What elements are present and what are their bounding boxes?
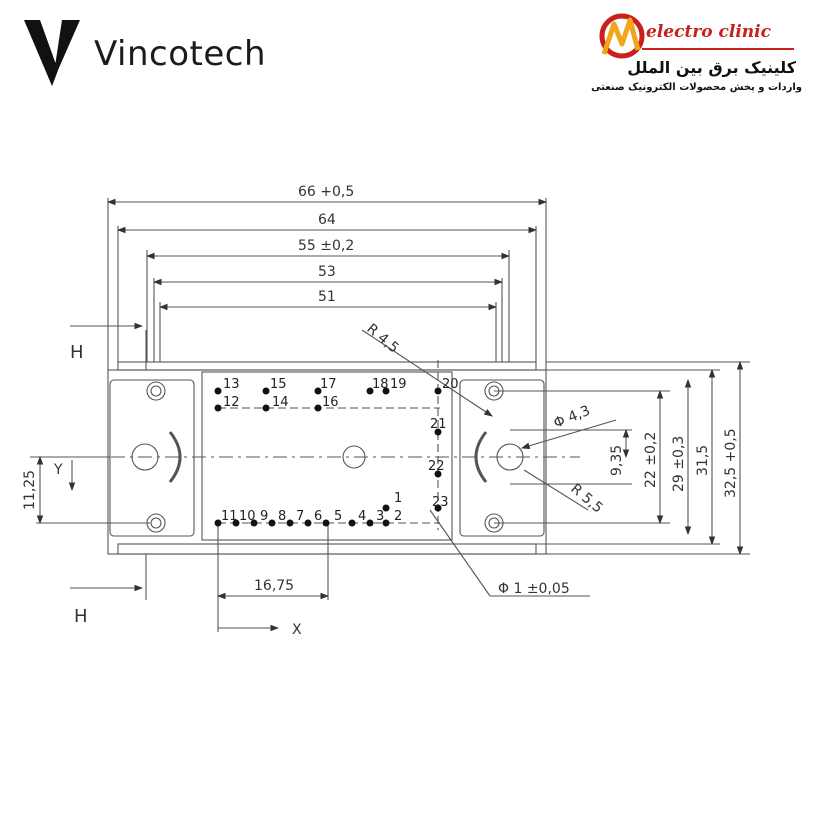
pin-label: 9 xyxy=(260,509,268,524)
pin-label: 14 xyxy=(272,395,289,410)
section-h-bottom: H xyxy=(74,606,88,627)
radius-45: R 4,5 xyxy=(363,321,401,357)
pin-label: 8 xyxy=(278,509,286,524)
pin-label: 4 xyxy=(358,509,366,524)
module-dimension-drawing: 66 +0,5 64 55 ±0,2 53 51 9,35 22 ±0,2 29… xyxy=(22,184,750,638)
partner-underline xyxy=(642,48,794,50)
pin xyxy=(382,387,390,395)
dim-53: 53 xyxy=(318,264,336,280)
pin xyxy=(382,519,390,527)
pin-label: 13 xyxy=(223,377,240,392)
pin-label: 19 xyxy=(390,377,407,392)
dim-66: 66 +0,5 xyxy=(298,184,354,200)
left-mounting-ear xyxy=(109,379,195,537)
pin-grid xyxy=(214,387,442,527)
pin xyxy=(434,504,442,512)
pin-diameter: Φ 1 ±0,05 xyxy=(498,581,570,597)
partner-name: electro clinic xyxy=(646,22,771,42)
dim-1675: 16,75 xyxy=(254,578,294,594)
pin xyxy=(314,387,322,395)
pin xyxy=(286,519,294,527)
pin-label: 21 xyxy=(430,417,447,432)
brand-header: Vincotech xyxy=(22,18,282,88)
partner-tagline: واردات و پخش محصولات الکترونیک صنعتی xyxy=(591,82,802,93)
pin-label: 16 xyxy=(322,395,339,410)
dim-55: 55 ±0,2 xyxy=(298,238,354,254)
pin-label: 17 xyxy=(320,377,337,392)
pin xyxy=(434,428,442,436)
pin xyxy=(322,519,330,527)
pin-label: 22 xyxy=(428,459,445,474)
pin xyxy=(314,404,322,412)
right-mounting-ear xyxy=(459,379,545,537)
section-h-top: H xyxy=(70,342,84,363)
pin-label: 23 xyxy=(432,495,449,510)
dim-935: 9,35 xyxy=(609,445,625,476)
pin-label: 15 xyxy=(270,377,287,392)
screw-hole xyxy=(146,381,166,401)
dim-22: 22 ±0,2 xyxy=(643,432,659,488)
pin xyxy=(250,519,258,527)
pin xyxy=(262,387,270,395)
hole-diameter: Φ 4,3 xyxy=(552,403,593,432)
pin xyxy=(214,404,222,412)
brand-name: Vincotech xyxy=(94,34,266,74)
pin xyxy=(434,470,442,478)
dim-64: 64 xyxy=(318,212,336,228)
pin xyxy=(232,519,240,527)
pin xyxy=(366,387,374,395)
pin xyxy=(262,404,270,412)
dim-29: 29 ±0,3 xyxy=(671,436,687,492)
partner-logo: electro clinic کلینیک برق بین الملل وارد… xyxy=(591,10,804,100)
dim-51: 51 xyxy=(318,289,336,305)
pin xyxy=(382,504,390,512)
pin-label: 11 xyxy=(221,509,238,524)
dim-325: 32,5 +0,5 xyxy=(723,428,739,498)
pin xyxy=(268,519,276,527)
pin-label: 5 xyxy=(334,509,342,524)
pin-label: 3 xyxy=(376,509,384,524)
axis-x-label: X xyxy=(292,622,302,638)
dim-1125: 11,25 xyxy=(22,470,38,510)
vincotech-v-logo-icon xyxy=(24,20,80,86)
pin xyxy=(214,387,222,395)
axis-y-label: Y xyxy=(53,462,63,478)
pin-label: 1 xyxy=(394,491,402,506)
pin-label: 18 xyxy=(372,377,389,392)
electro-clinic-logo-icon xyxy=(599,13,645,59)
pin-label: 10 xyxy=(239,509,256,524)
pin xyxy=(304,519,312,527)
pin xyxy=(366,519,374,527)
pin xyxy=(348,519,356,527)
pin xyxy=(214,519,222,527)
pin-label: 20 xyxy=(442,377,459,392)
pin-label: 7 xyxy=(296,509,304,524)
pin-label: 12 xyxy=(223,395,240,410)
pin-label: 6 xyxy=(314,509,322,524)
dim-315: 31,5 xyxy=(695,445,711,476)
pin xyxy=(434,387,442,395)
partner-name-fa: کلینیک برق بین الملل xyxy=(627,58,796,77)
radius-55: R 5,5 xyxy=(567,481,605,517)
pin-label: 2 xyxy=(394,509,402,524)
